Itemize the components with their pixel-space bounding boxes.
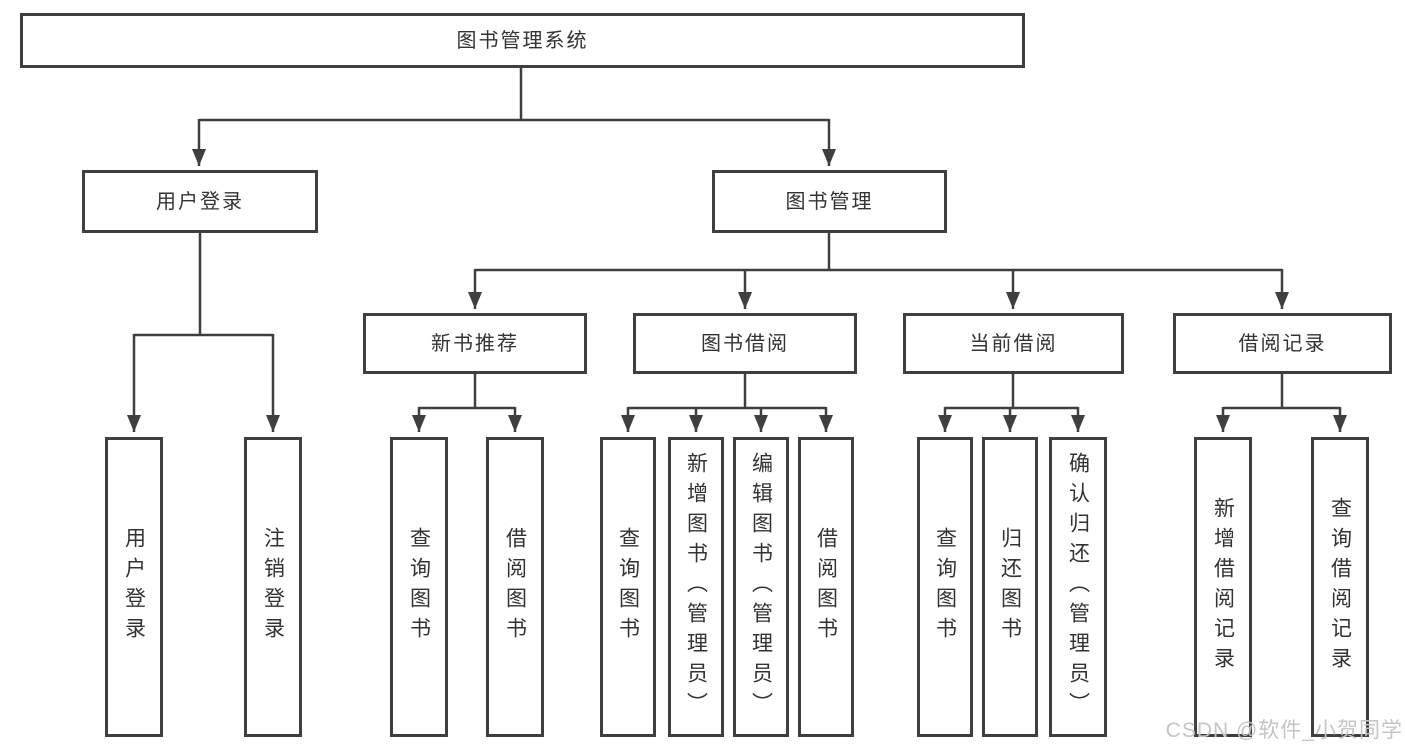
node-label: 用户登录 [122, 527, 146, 647]
node-label: 借阅图书 [503, 527, 527, 647]
node-book-borrowing: 图书借阅 [633, 313, 857, 374]
leaf-borrow-books-recommend: 借阅图书 [486, 437, 544, 737]
leaf-return-books: 归还图书 [982, 437, 1038, 737]
leaf-add-borrow-record: 新增借阅记录 [1194, 437, 1252, 737]
node-label: 归还图书 [998, 527, 1022, 647]
node-label: 借阅图书 [814, 527, 838, 647]
leaf-query-books-recommend: 查询图书 [390, 437, 448, 737]
leaf-query-borrow-record: 查询借阅记录 [1311, 437, 1369, 737]
node-book-management: 图书管理 [712, 170, 947, 233]
node-label: 图书借阅 [701, 332, 789, 355]
node-label: 查询借阅记录 [1328, 497, 1352, 677]
node-label: 当前借阅 [969, 332, 1058, 355]
leaf-user-login: 用户登录 [105, 437, 163, 737]
node-new-book-recommend: 新书推荐 [363, 313, 587, 374]
node-label: 查询图书 [407, 527, 431, 647]
node-label: 查询图书 [616, 527, 640, 647]
node-label: 查询图书 [933, 527, 957, 647]
node-label: 图书管理 [785, 190, 874, 213]
node-root-system: 图书管理系统 [20, 13, 1025, 68]
leaf-confirm-return-admin: 确认归还（管理员） [1049, 437, 1107, 737]
node-label: 确认归还（管理员） [1066, 452, 1090, 722]
node-label: 借阅记录 [1238, 332, 1327, 355]
leaf-logout: 注销登录 [244, 437, 302, 737]
leaf-borrow-books: 借阅图书 [798, 437, 854, 737]
csdn-watermark: CSDN @软件_小贺同学 [1165, 719, 1403, 742]
leaf-edit-books-admin: 编辑图书（管理员） [733, 437, 789, 737]
node-label: 新书推荐 [431, 332, 519, 355]
node-borrowing-records: 借阅记录 [1173, 313, 1392, 374]
node-label: 注销登录 [261, 527, 285, 647]
node-label: 新增借阅记录 [1211, 497, 1235, 677]
node-label: 新增图书（管理员） [684, 452, 708, 722]
node-label: 图书管理系统 [456, 29, 589, 52]
node-user-login: 用户登录 [82, 170, 318, 233]
node-label: 编辑图书（管理员） [749, 452, 773, 722]
leaf-query-books-current: 查询图书 [917, 437, 973, 737]
node-current-borrowing: 当前借阅 [903, 313, 1124, 374]
leaf-query-books-borrowing: 查询图书 [600, 437, 656, 737]
node-label: 用户登录 [156, 190, 244, 213]
leaf-add-books-admin: 新增图书（管理员） [668, 437, 724, 737]
